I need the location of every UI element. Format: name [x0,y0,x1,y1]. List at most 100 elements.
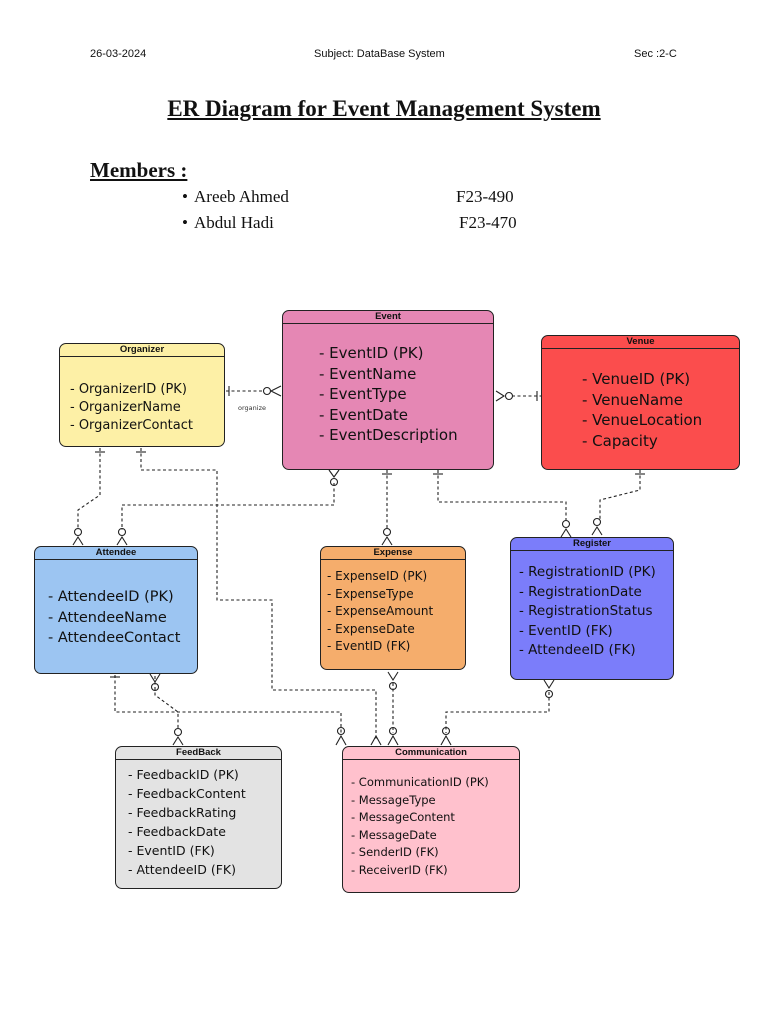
crow-mark [560,527,572,538]
entity-feedback-attributes: - FeedbackID (PK) - FeedbackContent - Fe… [116,760,281,879]
member-id: F23-470 [459,213,517,232]
entity-expense-header: Expense [321,547,465,560]
attribute: - RegistrationID (PK) [519,564,656,580]
line-organizer-communication-a [140,448,377,740]
line-attendee-feedback [154,676,179,730]
attribute: - AttendeeContact [48,630,181,646]
bullet-icon: • [182,187,188,206]
line-venue-register [599,470,641,520]
attribute: - FeedbackID (PK) [128,767,239,782]
crow-mark [387,671,399,682]
member-id: F23-490 [456,187,514,206]
circle-mark [329,477,339,487]
circle-mark [561,519,571,529]
crow-mark [440,734,452,746]
attribute: - EventID (FK) [327,639,411,653]
attribute: - RegistrationDate [519,583,642,600]
circle-mark [262,386,272,396]
entity-register: Register - RegistrationID (PK) - Registr… [510,537,674,680]
line-register-communication [445,692,550,733]
attribute: - VenueID (PK) [582,370,691,388]
entity-expense: Expense - ExpenseID (PK) - ExpenseType -… [320,546,466,670]
entity-event-attributes: - EventID (PK) - EventName - EventType -… [283,324,493,446]
entity-feedback: FeedBack - FeedbackID (PK) - FeedbackCon… [115,746,282,889]
header-section: Sec :2-C [634,48,677,60]
attribute: - EventDate [319,405,409,424]
attribute: - ReceiverID (FK) [351,862,448,877]
crow-mark [269,385,282,397]
attribute: - ExpenseAmount [327,604,434,618]
attribute: - VenueName [582,390,684,409]
attribute: - ExpenseID (PK) [327,569,428,583]
attribute: - FeedbackDate [128,824,226,839]
entity-venue: Venue - VenueID (PK) - VenueName - Venue… [541,335,740,470]
attribute: - RegistrationStatus [519,603,653,619]
attribute: - EventType [319,385,407,403]
entity-communication-attributes: - CommunicationID (PK) - MessageType - M… [343,760,519,879]
crow-mark [381,535,393,546]
entity-event-header: Event [283,311,493,324]
crow-mark [328,469,340,478]
line-event-register [437,470,567,522]
circle-mark [336,726,346,736]
attribute: - FeedbackRating [128,805,237,820]
entity-communication: Communication - CommunicationID (PK) - M… [342,746,520,893]
attribute: - OrganizerName [70,400,181,415]
header-subject: Subject: DataBase System [314,48,445,60]
attribute: - EventID (FK) [128,843,215,858]
circle-mark [117,527,127,537]
attribute: - ExpenseType [327,586,414,601]
circle-mark [544,689,554,699]
circle-mark [388,726,398,736]
entity-feedback-header: FeedBack [116,747,281,760]
entity-register-header: Register [511,538,673,551]
attribute: - VenueLocation [582,411,703,429]
entity-venue-header: Venue [542,336,739,349]
member-name: Abdul Hadi [194,213,274,232]
line-organizer-attendee-b [121,483,335,530]
attribute: - AttendeeID (FK) [519,642,636,658]
attribute: - ExpenseDate [327,621,415,636]
line-attendee-communication [114,675,342,735]
crow-mark [543,679,555,690]
attribute: - FeedbackContent [128,786,246,801]
line-organizer-attendee-a [77,448,101,530]
member-item: • Areeb Ahmed F23-490 [182,187,514,207]
member-name: Areeb Ahmed [194,187,289,206]
entity-organizer: Organizer - OrganizerID (PK) - Organizer… [59,343,225,447]
entity-communication-header: Communication [343,747,519,760]
attribute: - EventDescription [319,426,458,444]
attribute: - Capacity [582,431,658,450]
crow-mark [116,535,128,546]
attribute: - AttendeeName [48,609,167,626]
member-item: •Abdul Hadi F23-470 [182,213,517,233]
attribute: - EventID (FK) [519,622,613,639]
entity-venue-attributes: - VenueID (PK) - VenueName - VenueLocati… [542,349,739,451]
entity-attendee-attributes: - AttendeeID (PK) - AttendeeName - Atten… [35,560,197,649]
circle-mark [441,726,451,736]
attribute: - AttendeeID (FK) [128,862,236,877]
crow-mark [172,735,184,746]
attribute: - OrganizerID (PK) [70,382,187,397]
circle-mark [382,527,392,537]
attribute: - MessageContent [351,810,455,824]
crow-mark [149,673,161,684]
attribute: - OrganizerContact [70,418,193,433]
crow-mark [335,734,347,746]
entity-expense-attributes: - ExpenseID (PK) - ExpenseType - Expense… [321,560,465,656]
entity-register-attributes: - RegistrationID (PK) - RegistrationDate… [511,551,673,661]
crow-mark [495,390,506,402]
attribute: - EventID (PK) [319,344,424,362]
attribute: - EventName [319,364,417,383]
circle-mark [592,517,602,527]
entity-attendee: Attendee - AttendeeID (PK) - AttendeeNam… [34,546,198,674]
entity-attendee-header: Attendee [35,547,197,560]
crow-mark [72,535,84,546]
entity-event: Event - EventID (PK) - EventName - Event… [282,310,494,470]
attribute: - MessageType [351,792,436,807]
entity-organizer-attributes: - OrganizerID (PK) - OrganizerName - Org… [60,357,224,435]
entity-organizer-header: Organizer [60,344,224,357]
attribute: - AttendeeID (PK) [48,589,174,605]
crow-mark [370,734,382,746]
crow-mark [387,734,399,746]
